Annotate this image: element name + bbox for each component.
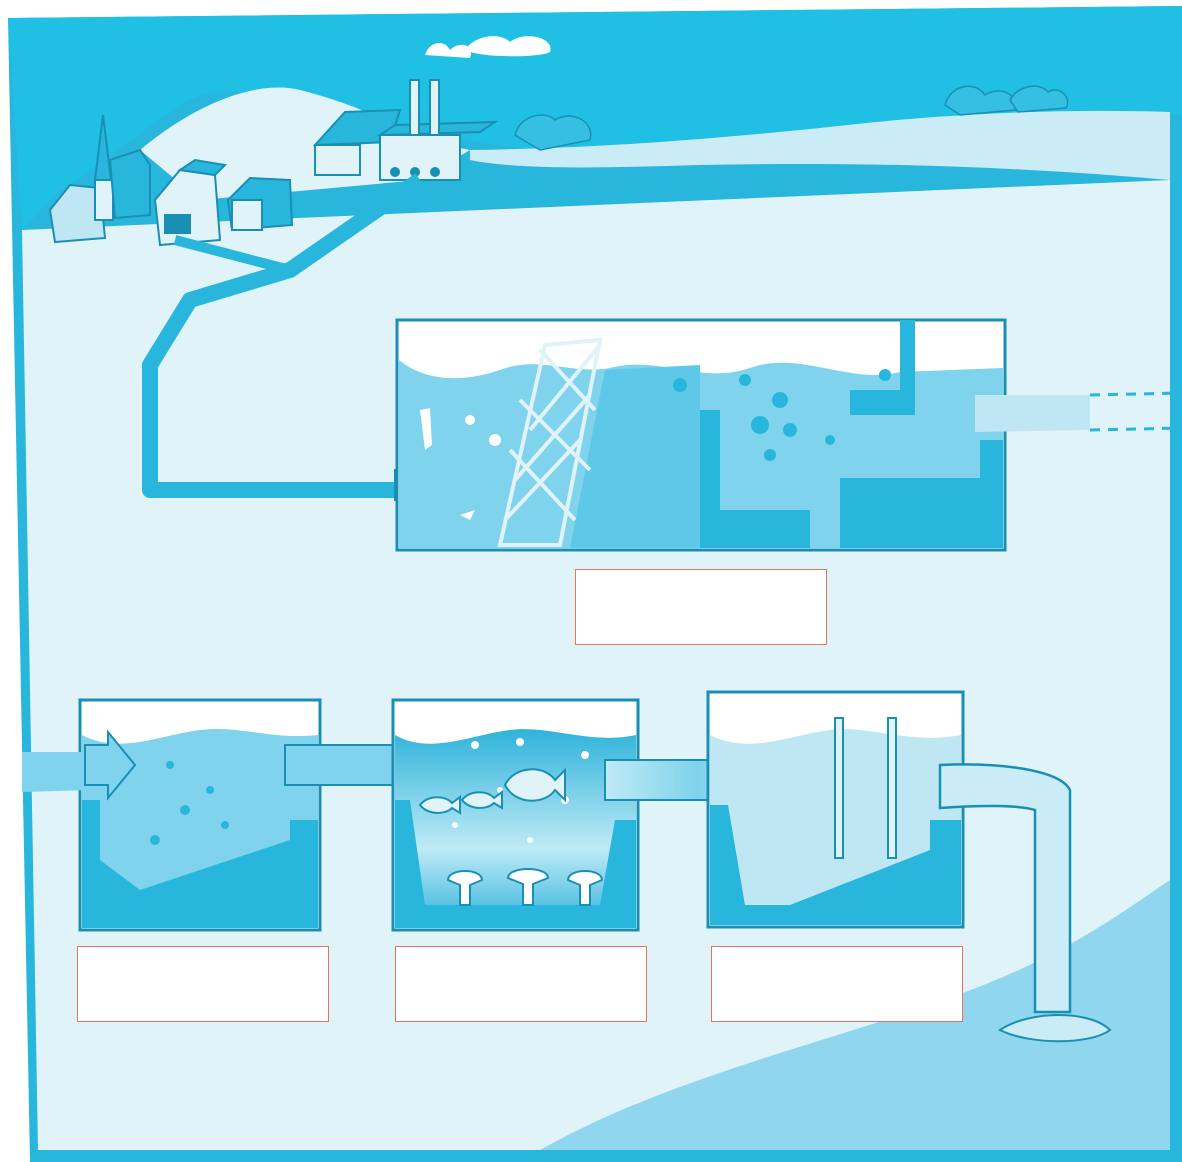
- stage-label-box-1[interactable]: [575, 569, 827, 645]
- aeration-tank: [393, 700, 638, 930]
- stage-label-box-2[interactable]: [77, 946, 329, 1022]
- stage-label-box-3[interactable]: [395, 946, 647, 1022]
- screening-tank: [397, 320, 1005, 550]
- outlet-pipe: [975, 395, 1090, 432]
- settling-tank: [80, 700, 320, 930]
- inlet-pipe: [22, 752, 90, 792]
- stage-label-box-4[interactable]: [711, 946, 963, 1022]
